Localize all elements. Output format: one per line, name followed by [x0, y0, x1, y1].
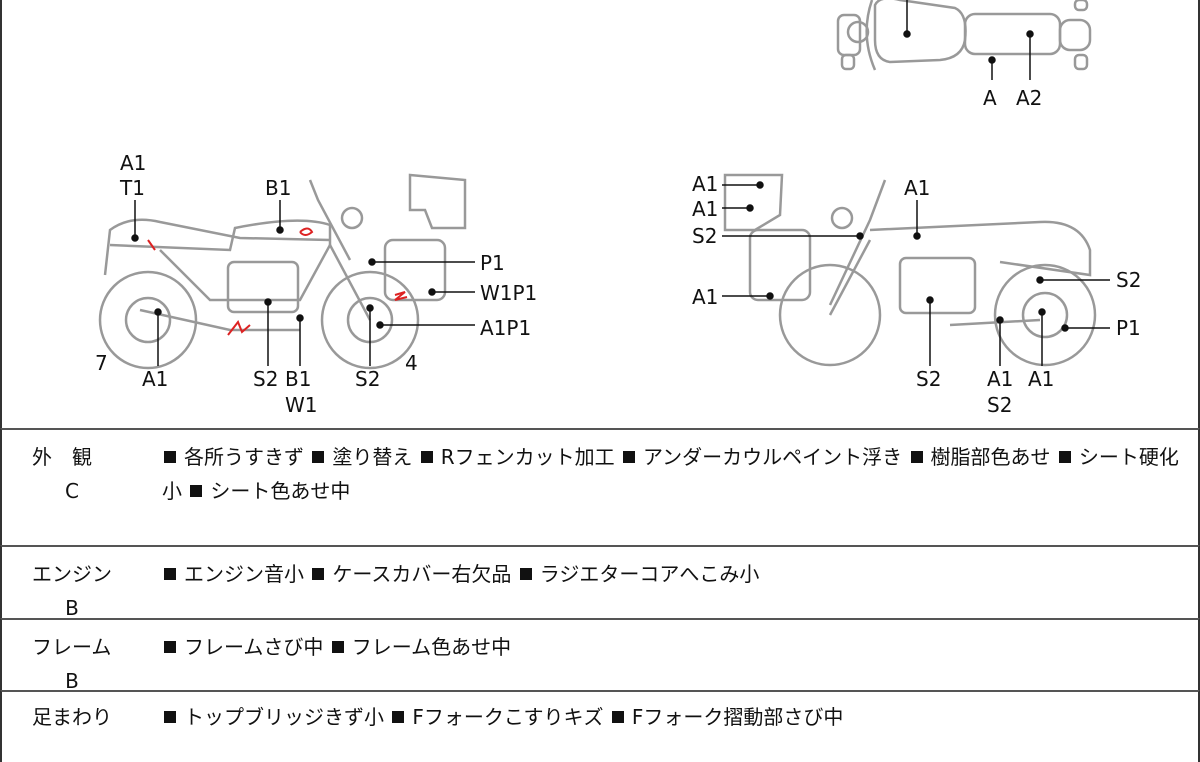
bullet-square-icon	[190, 485, 203, 497]
label-right-a1-5: A1	[1028, 367, 1055, 391]
motorcycle-diagrams	[98, 0, 1110, 370]
label-left-t1: T1	[120, 176, 145, 200]
label-left-4: 4	[405, 351, 418, 375]
category-label: エンジン	[32, 562, 112, 586]
label-top-a: A	[983, 86, 997, 110]
top-view-motorcycle	[836, 0, 1092, 71]
label-right-s2-3: S2	[987, 393, 1013, 417]
condition-item: 樹脂部色あせ	[930, 445, 1051, 469]
label-left-w1p1: W1P1	[480, 281, 538, 305]
label-right-a1-tank: A1	[904, 176, 931, 200]
grade: B	[65, 669, 79, 693]
label-top-a2: A2	[1016, 86, 1043, 110]
label-left-a1-top: A1	[120, 151, 147, 175]
label-left-s2-engine: S2	[253, 367, 279, 391]
category-label: 足まわり	[32, 705, 112, 729]
condition-item: シート色あせ中	[210, 479, 351, 503]
items-list: エンジン音小 ケースカバー右欠品 ラジエターコアへこみ小	[162, 557, 1188, 591]
category-label: 外 観	[32, 445, 92, 469]
label-left-7: 7	[95, 351, 108, 375]
label-left-s2-wheel: S2	[355, 367, 381, 391]
bullet-square-icon	[164, 568, 176, 580]
condition-item: ラジエターコアへこみ小	[539, 562, 760, 586]
left-motorcycle	[98, 173, 467, 370]
bullet-square-icon	[1058, 451, 1071, 463]
condition-item: フレーム色あせ中	[351, 635, 512, 659]
category-cell: エンジン B	[32, 557, 122, 625]
label-left-b1-engine: B1	[285, 367, 312, 391]
label-right-a1-1: A1	[692, 172, 719, 196]
row-engine: エンジン B エンジン音小 ケースカバー右欠品 ラジエターコアへこみ小	[0, 545, 1200, 620]
items-list: トップブリッジきず小 Fフォークこすりキズ Fフォーク摺動部さび中	[162, 700, 1188, 734]
condition-item: エンジン音小	[184, 562, 304, 586]
items-list: フレームさび中 フレーム色あせ中	[162, 630, 1188, 664]
condition-item: ケースカバー右欠品	[332, 562, 512, 586]
label-left-b1-tank: B1	[265, 176, 292, 200]
condition-item: Fフォーク摺動部さび中	[631, 705, 844, 729]
right-leaders	[722, 181, 1110, 366]
bullet-square-icon	[312, 568, 325, 580]
bullet-square-icon	[611, 711, 624, 723]
label-right-a1-4: A1	[987, 367, 1014, 391]
red-handwritten-marks	[147, 227, 408, 336]
items-list: 各所うすきず 塗り替え Rフェンカット加工 アンダーカウルペイント浮き 樹脂部色…	[162, 440, 1188, 508]
label-left-a1-bottom: A1	[142, 367, 169, 391]
category-label: フレーム	[32, 635, 112, 659]
category-cell: フレーム B	[32, 630, 122, 698]
bullet-square-icon	[331, 641, 344, 653]
bullet-square-icon	[910, 451, 923, 463]
left-leaders	[131, 200, 475, 366]
label-right-a1-3: A1	[692, 285, 719, 309]
bullet-square-icon	[519, 568, 532, 580]
condition-item: 各所うすきず	[184, 445, 304, 469]
grade: C	[65, 479, 79, 503]
top-view-leaders	[903, 0, 1034, 80]
label-right-s2-engine: S2	[916, 367, 942, 391]
grade: B	[65, 596, 79, 620]
bullet-square-icon	[312, 451, 325, 463]
label-left-a1p1: A1P1	[480, 316, 532, 340]
row-suspension: 足まわり トップブリッジきず小 Fフォークこすりキズ Fフォーク摺動部さび中	[0, 690, 1200, 762]
bullet-square-icon	[392, 711, 405, 723]
bullet-square-icon	[622, 451, 635, 463]
label-right-s2-1: S2	[692, 224, 718, 248]
category-cell: 外 観 C	[32, 440, 122, 508]
condition-item: シート硬化小	[162, 445, 1179, 503]
bullet-square-icon	[164, 641, 176, 653]
category-cell: 足まわり	[32, 700, 122, 734]
label-right-s2-2: S2	[1116, 268, 1142, 292]
bullet-square-icon	[164, 711, 176, 723]
label-right-a1-2: A1	[692, 197, 719, 221]
row-exterior: 外 観 C 各所うすきず 塗り替え Rフェンカット加工 アンダーカウルペイント浮き…	[0, 428, 1200, 545]
right-motorcycle	[723, 173, 1097, 367]
bullet-square-icon	[164, 451, 176, 463]
label-left-p1: P1	[480, 251, 505, 275]
label-left-w1: W1	[285, 393, 318, 417]
condition-item: アンダーカウルペイント浮き	[642, 445, 903, 469]
row-frame: フレーム B フレームさび中 フレーム色あせ中	[0, 618, 1200, 693]
condition-item: 塗り替え	[332, 445, 413, 469]
label-right-p1: P1	[1116, 316, 1141, 340]
condition-item: フレームさび中	[184, 635, 324, 659]
condition-item: Rフェンカット加工	[440, 445, 615, 469]
bullet-square-icon	[420, 451, 433, 463]
condition-item: Fフォークこすりキズ	[412, 705, 604, 729]
condition-item: トップブリッジきず小	[184, 705, 384, 729]
